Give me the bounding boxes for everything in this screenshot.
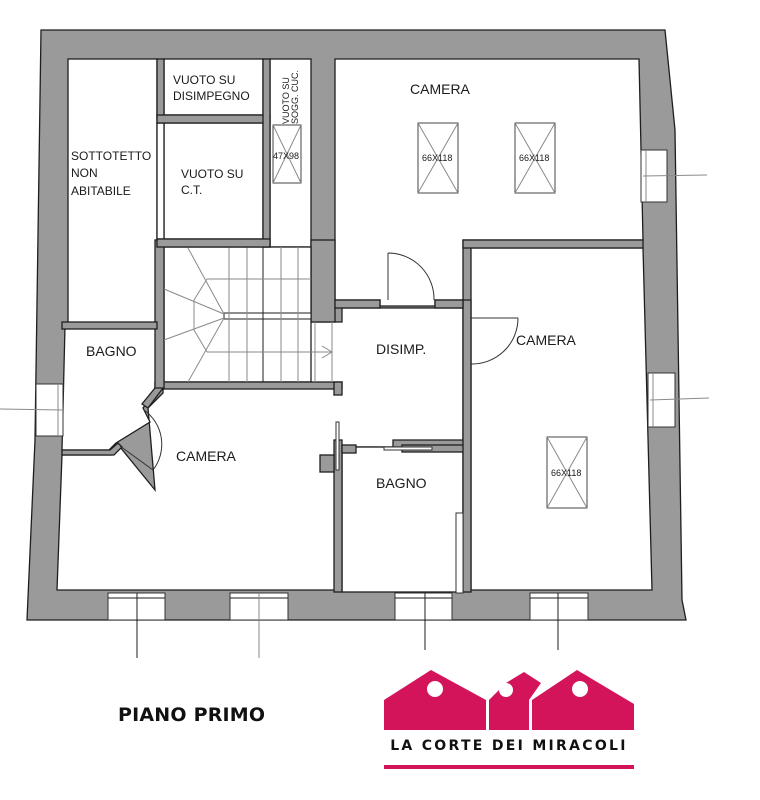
- label-sottotetto-3: ABITABILE: [71, 184, 131, 198]
- svg-text:66X118: 66X118: [519, 153, 549, 163]
- window-right-top[interactable]: [640, 149, 708, 203]
- label-vuoto-sogg-2: SOGG. CUC.: [290, 70, 300, 124]
- room-sottotetto: [67, 58, 158, 324]
- label-vuoto-disimpegno-1: VUOTO SU: [173, 73, 235, 87]
- skylight-camera-top-1: 66X118: [417, 122, 459, 194]
- skylight-sogg: 47X98: [272, 124, 302, 184]
- room-bagno-center: [341, 446, 464, 593]
- sliding-door-bagno[interactable]: [383, 446, 433, 451]
- label-vuoto-ct-2: C.T.: [181, 183, 202, 197]
- wall-stair-left: [154, 239, 165, 390]
- label-bagno-left: BAGNO: [86, 343, 137, 359]
- logo-underline: [384, 765, 634, 769]
- label-sottotetto-2: NON: [71, 166, 98, 180]
- label-camera-top-right: CAMERA: [410, 81, 471, 97]
- wall-stair-bottom: [154, 381, 343, 390]
- gap-strip: [156, 122, 165, 240]
- window-bottom-2[interactable]: [229, 592, 289, 658]
- wall-ct-top: [156, 114, 271, 124]
- staircase: [163, 247, 333, 383]
- door-swing-camera-top: [387, 252, 435, 301]
- label-vuoto-ct-1: VUOTO SU: [181, 167, 243, 181]
- wall-camera-right-left: [462, 299, 472, 593]
- wall-stair-end: [333, 381, 343, 396]
- wall-stub: [319, 454, 335, 473]
- room-vuoto-disimpegno: [163, 58, 264, 116]
- label-camera-mid-right: CAMERA: [516, 332, 577, 348]
- wall-ct-right: [262, 58, 271, 248]
- wall-angled: [141, 387, 165, 409]
- window-bottom-4[interactable]: [529, 592, 589, 650]
- skylight-camera-right: 66X118: [546, 436, 588, 509]
- room-vuoto-ct: [163, 122, 264, 240]
- wall-disimp-top-a: [334, 299, 381, 309]
- skylight-camera-top-2: 66X118: [514, 122, 556, 194]
- logo-text: LA CORTE DEI MIRACOLI: [390, 738, 628, 754]
- svg-text:66X118: 66X118: [422, 153, 452, 163]
- wall-camera-divider: [462, 239, 644, 249]
- wall-ct-bottom: [156, 238, 271, 248]
- door-swing-camera-right: [470, 317, 519, 365]
- window-bottom-3[interactable]: [394, 592, 453, 650]
- wall-vertical-sottotetto: [156, 58, 165, 120]
- wall-bagno-top-left: [61, 321, 158, 330]
- label-bagno-center: BAGNO: [376, 475, 427, 491]
- window-bottom-1[interactable]: [107, 592, 166, 658]
- door-swing-bagno-left: [143, 409, 163, 471]
- floor-title: PIANO PRIMO: [118, 704, 266, 726]
- door-leaf-bagno-left[interactable]: [119, 445, 154, 471]
- bagno-fixture: [455, 512, 464, 594]
- label-sottotetto-1: SOTTOTETTO: [71, 149, 151, 163]
- label-disimpegno: DISIMP.: [376, 341, 426, 357]
- room-camera-mid-right: [470, 247, 653, 591]
- wall-pillar: [310, 239, 336, 323]
- label-camera-left: CAMERA: [176, 448, 237, 464]
- label-vuoto-disimpegno-2: DISIMPEGNO: [173, 89, 250, 103]
- wall-disimp-top-b: [434, 299, 464, 309]
- svg-text:47X98: 47X98: [273, 151, 299, 161]
- window-right-mid[interactable]: [647, 372, 710, 428]
- sliding-door-camera-left[interactable]: [335, 421, 340, 471]
- svg-text:66X118: 66X118: [551, 468, 581, 478]
- wall-stub-2: [341, 444, 357, 454]
- window-left[interactable]: [0, 383, 64, 437]
- logo-mark: [384, 670, 634, 730]
- label-vuoto-sogg-1: VUOTO SU: [281, 77, 291, 124]
